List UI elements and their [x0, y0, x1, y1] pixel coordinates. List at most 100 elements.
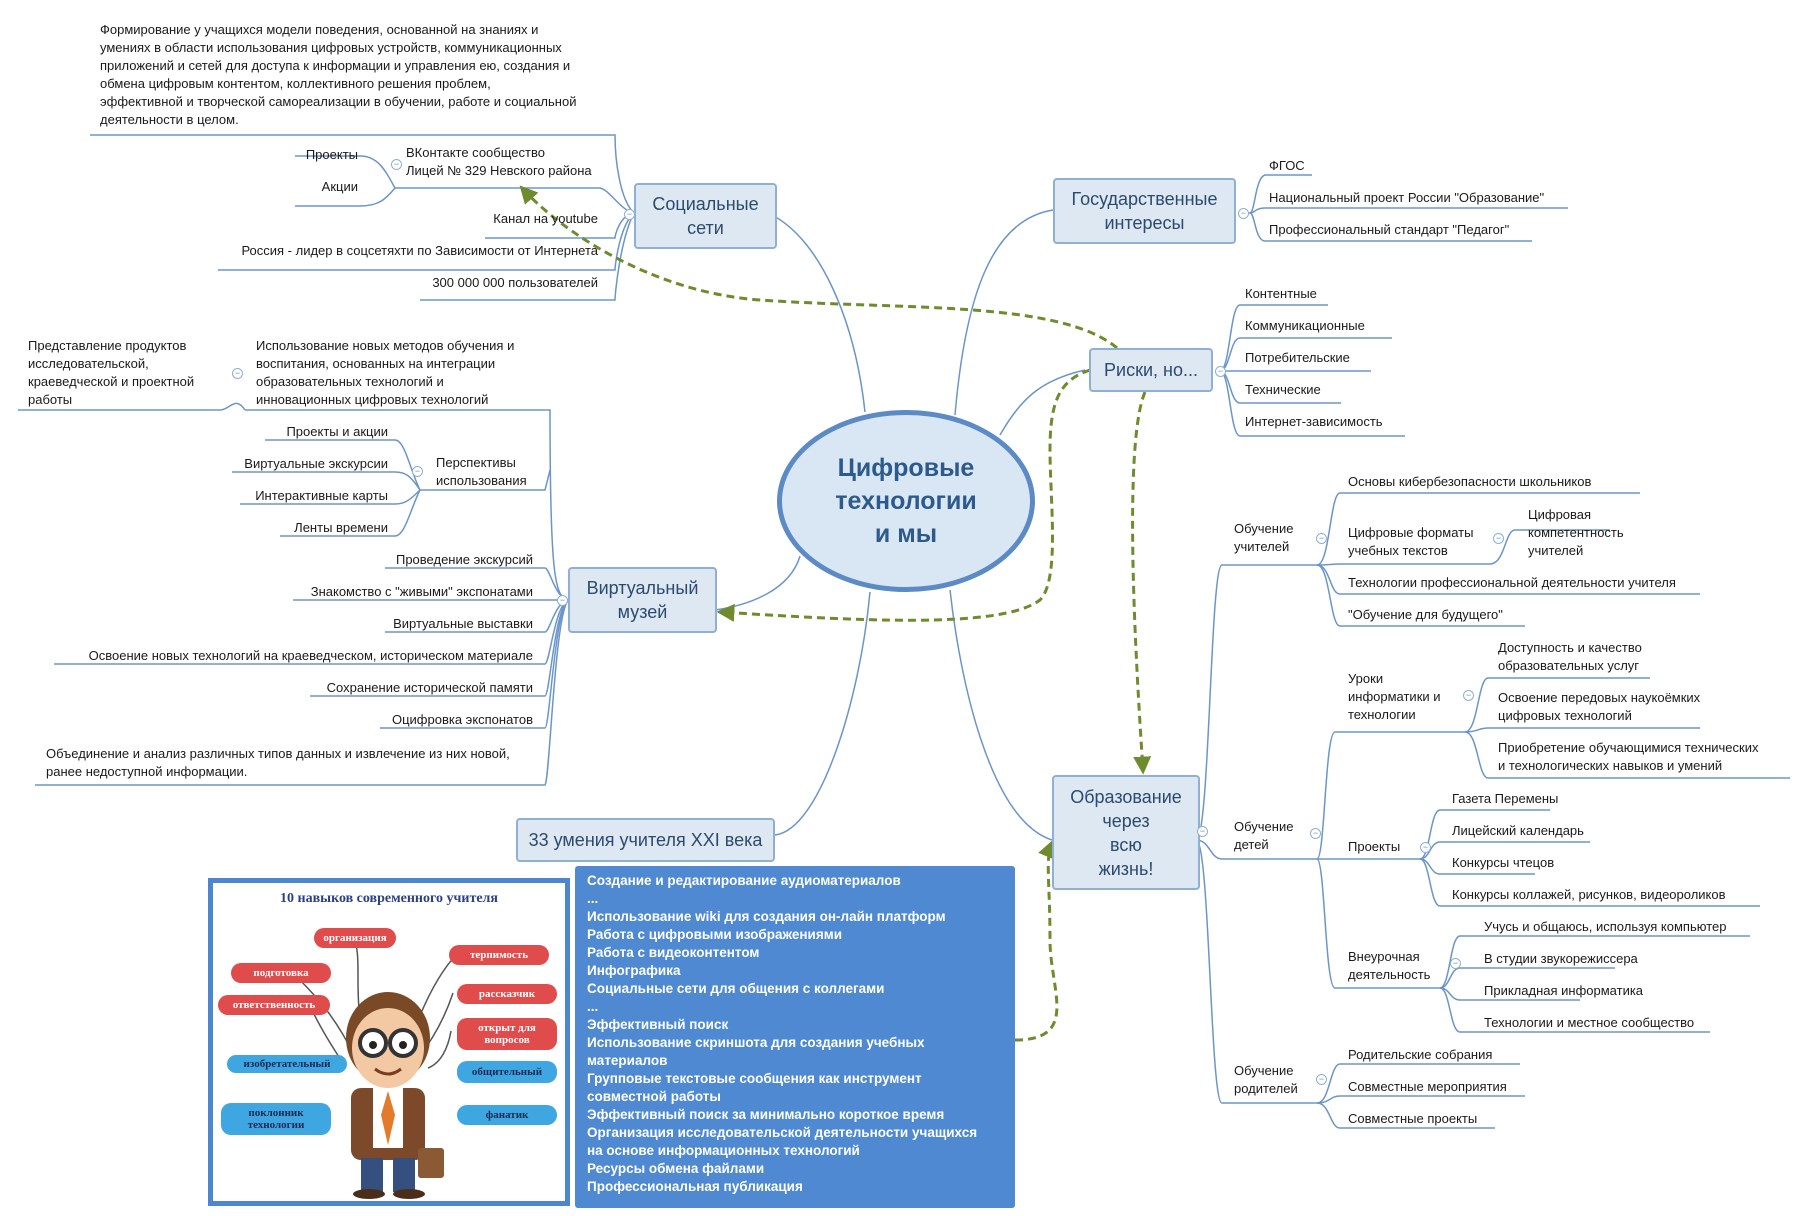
leaf-risk-technical: Технические	[1245, 382, 1321, 397]
skills-list-item: Работа с цифровыми изображениями	[587, 927, 843, 942]
tag-preparation: подготовка	[231, 963, 331, 983]
leaf-local-history-tech: Освоение новых технологий на краеведческ…	[88, 648, 533, 663]
collapse-gov-toggle[interactable]: −	[1238, 208, 1249, 219]
leaf-joint-projects: Совместные проекты	[1348, 1111, 1478, 1126]
tag-storyteller: рассказчик	[457, 984, 557, 1004]
leaf-calendar: Лицейский календарь	[1452, 823, 1584, 838]
leaf-digitization: Оцифровка экспонатов	[391, 712, 533, 727]
leaf-prof-tech: Технологии профессиональной деятельности…	[1348, 575, 1676, 590]
collapse-formats-toggle[interactable]: −	[1493, 533, 1504, 544]
skills-list-item: Профессиональная публикация	[587, 1179, 803, 1194]
leaf-russia-leader: Россия - лидер в соцсетяхти по Зависимос…	[241, 243, 598, 258]
leaf-applied-it: Прикладная информатика	[1484, 983, 1644, 998]
leaf-learning-future: "Обучение для будущего"	[1348, 607, 1503, 622]
leaf-newspaper: Газета Перемены	[1452, 791, 1559, 806]
leaf-projects-children: Проекты	[1348, 839, 1401, 854]
leaf-risk-consumer: Потребительские	[1245, 350, 1350, 365]
collapse-vk-toggle[interactable]: −	[391, 159, 402, 170]
leaf-collage-contest: Конкурсы коллажей, рисунков, видеоролико…	[1452, 887, 1726, 902]
leaf-access-quality: Доступность и качество образовательных у…	[1498, 640, 1642, 673]
topic-government-interests[interactable]: Государственные интересы	[1053, 178, 1236, 244]
leaf-skills-acquisition: Приобретение обучающимися технических и …	[1498, 740, 1759, 773]
skills-list-item: Эффективный поиск	[587, 1017, 729, 1032]
leaf-excursions: Проведение экскурсий	[395, 552, 533, 567]
collapse-social-toggle[interactable]: −	[624, 209, 635, 220]
leaf-risk-content: Контентные	[1245, 286, 1317, 301]
tag-inventive: изобретательный	[227, 1055, 347, 1073]
topic-risks[interactable]: Риски, но...	[1089, 348, 1213, 392]
leaf-cybersecurity: Основы кибербезопасности школьников	[1348, 474, 1592, 489]
leaf-digital-competence: Цифровая компетентность учителей	[1528, 507, 1624, 558]
leaf-digital-formats: Цифровые форматы учебных текстов	[1348, 525, 1474, 558]
skills-list-item: Групповые текстовые сообщения как инстру…	[587, 1071, 922, 1104]
leaf-it-lessons: Уроки информатики и технологии	[1348, 671, 1441, 722]
leaf-risk-addiction: Интернет-зависимость	[1245, 414, 1383, 429]
central-topic[interactable]: Цифровые технологии и мы	[777, 410, 1035, 592]
leaf-local-community: Технологии и местное сообщество	[1484, 1015, 1695, 1030]
tag-organization: организация	[314, 928, 396, 948]
tag-responsibility: ответственность	[218, 995, 330, 1015]
leaf-sound-studio: В студии звукорежиссера	[1484, 951, 1638, 966]
leaf-advanced-tech: Освоение передовых наукоёмких цифровых т…	[1498, 690, 1701, 723]
leaf-digital-literacy-definition: Формирование у учащихся модели поведения…	[100, 22, 577, 127]
topic-33-skills[interactable]: 33 умения учителя XXI века	[516, 818, 775, 862]
leaf-timelines: Ленты времени	[294, 520, 388, 535]
skills-list-item: Ресурсы обмена файлами	[587, 1161, 765, 1176]
leaf-parent-training: Обучение родителей	[1234, 1063, 1298, 1096]
leaf-historical-memory: Сохранение исторической памяти	[326, 680, 533, 695]
collapse-extra-toggle[interactable]: −	[1450, 958, 1461, 969]
leaf-data-combination: Объединение и анализ различных типов дан…	[46, 746, 510, 779]
teacher-skills-image: 10 навыков современного учителя организа…	[208, 878, 570, 1206]
collapse-perspectives-toggle[interactable]: −	[412, 466, 423, 477]
leaf-learn-computer: Учусь и общаюсь, используя компьютер	[1484, 919, 1727, 934]
collapse-lessons-toggle[interactable]: −	[1463, 690, 1474, 701]
collapse-children-toggle[interactable]: −	[1310, 828, 1321, 839]
skills-list-item: ...	[587, 891, 599, 906]
leaf-virtual-exhibitions: Виртуальные выставки	[393, 616, 533, 631]
leaf-prof-standard: Профессиональный стандарт "Педагог"	[1269, 222, 1510, 237]
collapse-parents-toggle[interactable]: −	[1316, 1074, 1327, 1085]
tag-sociable: общительный	[457, 1061, 557, 1083]
leaf-child-training: Обучение детей	[1234, 819, 1294, 852]
leaf-living-exhibits: Знакомство с "живыми" экспонатами	[310, 584, 533, 599]
skills-list-item: ...	[587, 999, 599, 1014]
tag-fanatic: фанатик	[457, 1105, 557, 1125]
skills-list-item: Организация исследовательской деятельнос…	[587, 1125, 978, 1158]
topic-virtual-museum[interactable]: Виртуальный музей	[568, 567, 717, 633]
tag-tolerance: терпимость	[449, 945, 549, 965]
collapse-projects-toggle[interactable]: −	[1420, 842, 1431, 853]
tag-open-questions: открыт для вопросов	[457, 1018, 557, 1050]
skills-list-item: Создание и редактирование аудиоматериало…	[587, 873, 901, 888]
leaf-projects-actions: Проекты и акции	[286, 424, 388, 439]
skills-list-item: Инфографика	[587, 963, 681, 978]
leaf-new-methods: Использование новых методов обучения и в…	[256, 338, 515, 407]
topic-lifelong-education[interactable]: Образование через всю жизнь!	[1052, 775, 1200, 890]
leaf-readers-contest: Конкурсы чтецов	[1452, 855, 1555, 870]
leaf-youtube-channel: Канал на youtube	[493, 211, 598, 226]
collapse-museum-toggle[interactable]: −	[557, 595, 568, 606]
leaf-projects: Проекты	[305, 147, 358, 162]
skills-list-item: Работа с видеоконтентом	[587, 945, 760, 960]
leaf-products-presentation: Представление продуктов исследовательско…	[28, 338, 195, 407]
leaf-users-count: 300 000 000 пользователей	[432, 275, 598, 290]
leaf-parent-meetings: Родительские собрания	[1348, 1047, 1493, 1062]
leaf-risk-communication: Коммуникационные	[1245, 318, 1365, 333]
leaf-teacher-training: Обучение учителей	[1234, 521, 1294, 554]
leaf-national-project: Национальный проект России "Образование"	[1269, 190, 1545, 205]
leaf-actions: Акции	[321, 179, 358, 194]
topic-social-networks[interactable]: Социальные сети	[634, 183, 777, 249]
skills-list-item: Эффективный поиск за минимально короткое…	[587, 1107, 945, 1122]
skills-list-item: Использование wiki для создания он-лайн …	[587, 909, 946, 924]
leaf-fgos: ФГОС	[1269, 158, 1305, 173]
skills-list-item: Использование скриншота для создания уче…	[587, 1035, 925, 1068]
tag-tech-fan: поклонник технологии	[221, 1103, 331, 1135]
skills-list-item: Социальные сети для общения с коллегами	[587, 981, 885, 996]
collapse-teachers-toggle[interactable]: −	[1316, 533, 1327, 544]
leaf-joint-events: Совместные мероприятия	[1348, 1079, 1507, 1094]
skills-list-panel: Создание и редактирование аудиоматериало…	[575, 866, 1015, 1208]
leaf-virtual-excursions: Виртуальные экскурсии	[244, 456, 388, 471]
collapse-edu-toggle[interactable]: −	[1197, 826, 1208, 837]
collapse-risks-toggle[interactable]: −	[1215, 366, 1226, 377]
leaf-interactive-maps: Интерактивные карты	[255, 488, 388, 503]
collapse-innov-toggle[interactable]: −	[232, 368, 243, 379]
